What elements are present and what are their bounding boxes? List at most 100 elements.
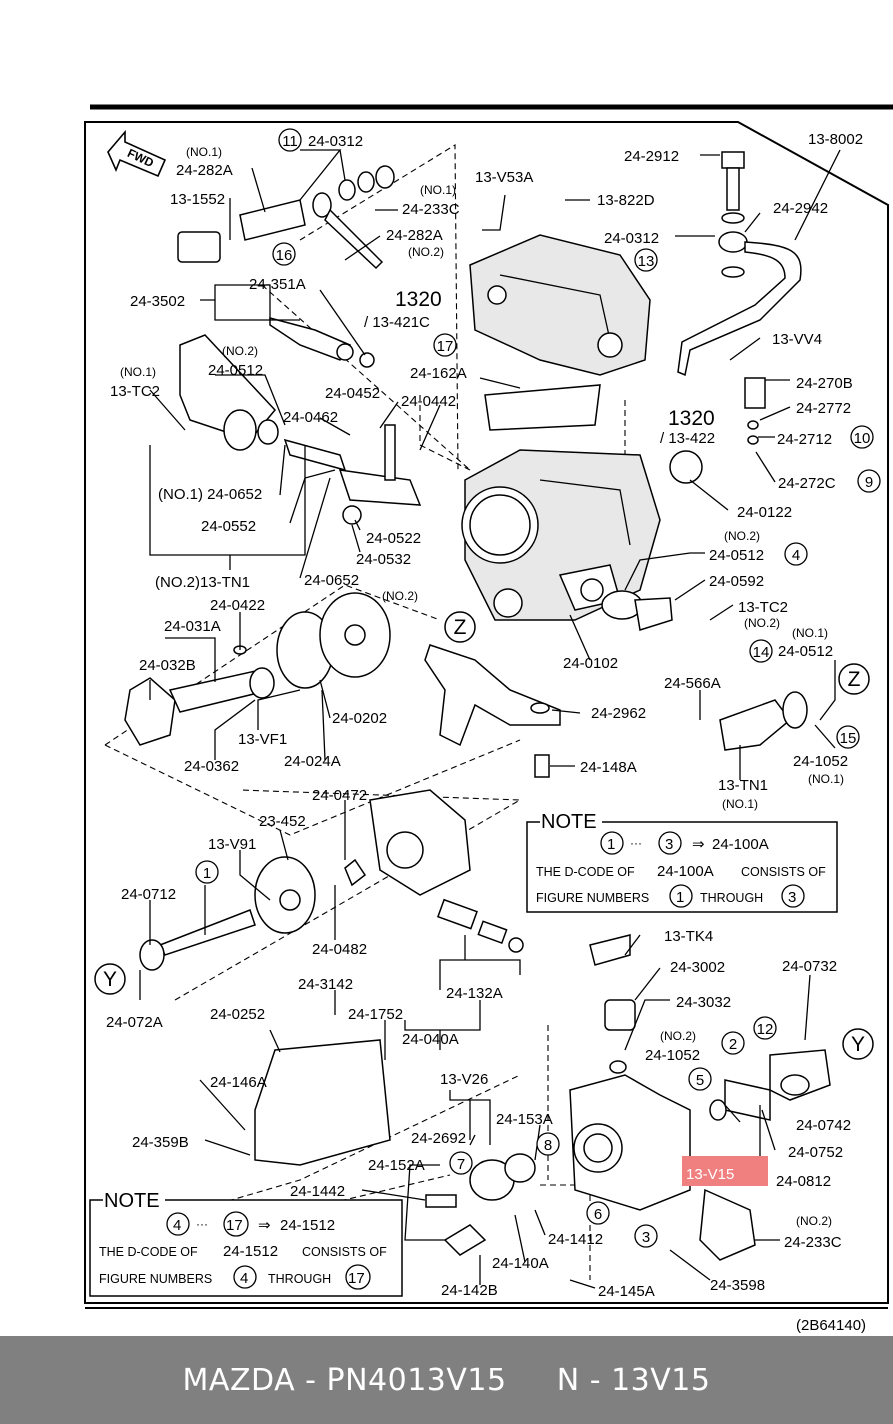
pump-upper-body xyxy=(461,234,661,621)
part-number-label: 13-V91 xyxy=(208,836,256,853)
part-number-label: 24-072A xyxy=(106,1014,163,1031)
figure-number-callout: 14 xyxy=(749,639,773,663)
figure-number-callout: 2 xyxy=(721,1031,745,1055)
figure-number-callout: 9 xyxy=(857,469,881,493)
svg-text:16: 16 xyxy=(276,247,293,264)
part-number-label: 24-0512 xyxy=(778,643,833,660)
note-box-1: NOTE 1 ··· 3 ⇒ 24-100A THE D-CODE OF 24-… xyxy=(526,808,838,913)
part-number-label: 24-142B xyxy=(441,1282,498,1299)
part-number-label: (NO.2) xyxy=(744,616,780,630)
figure-number-callout: 8 xyxy=(536,1132,560,1156)
part-number-label: 24-0312 xyxy=(308,133,363,150)
note-2-code: 24-1512 xyxy=(280,1217,335,1234)
note-1-line2-a: THE D-CODE OF xyxy=(536,865,635,879)
left-components xyxy=(177,165,422,525)
figure-number-callout: 16 xyxy=(272,242,296,266)
part-number-label: 13-TN1 xyxy=(718,777,768,794)
svg-text:2: 2 xyxy=(729,1036,737,1053)
part-number-label: 13-V53A xyxy=(475,169,533,186)
part-number-label: 24-2912 xyxy=(624,148,679,165)
part-number-label: 24-0312 xyxy=(604,230,659,247)
reference-letter-callout: Z xyxy=(838,663,870,695)
svg-text:3: 3 xyxy=(642,1229,650,1246)
part-number-label: 24-0752 xyxy=(788,1144,843,1161)
figure-number-callout: 7 xyxy=(449,1151,473,1175)
part-number-label: 24-0522 xyxy=(366,530,421,547)
part-number-label: 24-3598 xyxy=(710,1277,765,1294)
part-number-label: 24-140A xyxy=(492,1255,549,1272)
part-number-label: 24-146A xyxy=(210,1074,267,1091)
part-number-label: / 13-422 xyxy=(660,430,715,447)
note-2-to: 17 xyxy=(226,1217,243,1234)
note-2-line3-a: FIGURE NUMBERS xyxy=(99,1272,212,1286)
footer-part-number: MAZDA - PN4013V15 N - 13V15 xyxy=(182,1362,711,1398)
svg-text:10: 10 xyxy=(854,430,871,447)
lower-housing xyxy=(254,934,831,1261)
governor-assembly xyxy=(139,789,524,971)
footer-bar: MAZDA - PN4013V15 N - 13V15 xyxy=(0,1336,893,1424)
svg-text:9: 9 xyxy=(865,474,873,491)
svg-text:6: 6 xyxy=(594,1206,602,1223)
note-1-code: 24-100A xyxy=(712,836,769,853)
diagram-frame xyxy=(84,121,889,1304)
part-number-label: 24-0422 xyxy=(210,597,265,614)
part-number-label: 24-132A xyxy=(446,985,503,1002)
part-number-label: (NO.2) xyxy=(382,589,418,603)
part-number-label: / 13-421C xyxy=(364,314,430,331)
part-number-label: 24-3142 xyxy=(298,976,353,993)
note-1-line2-code: 24-100A xyxy=(657,863,714,880)
svg-text:8: 8 xyxy=(544,1137,552,1154)
part-number-label: 24-0812 xyxy=(776,1173,831,1190)
part-number-label: 13-VF1 xyxy=(238,731,287,748)
svg-text:13: 13 xyxy=(638,253,655,270)
part-number-label: (NO.1) xyxy=(420,183,456,197)
part-number-label: 24-359B xyxy=(132,1134,189,1151)
bracket xyxy=(424,644,561,778)
part-number-label: 13-TC2 xyxy=(110,383,160,400)
part-number-label: (NO.2) xyxy=(660,1029,696,1043)
part-number-label: (NO.1) xyxy=(808,772,844,786)
part-number-label: 24-0452 xyxy=(325,385,380,402)
part-labels: 24-0312(NO.1)24-282A13-155224-233C(NO.1)… xyxy=(106,131,863,1300)
part-number-label: 24-0122 xyxy=(737,504,792,521)
part-number-label: 24-0252 xyxy=(210,1006,265,1023)
note-1-line3-to: 3 xyxy=(788,889,796,906)
note-2-title: NOTE xyxy=(104,1190,160,1212)
part-number-label: 24-272C xyxy=(778,475,836,492)
figure-number-callout: 17 xyxy=(433,333,457,357)
part-number-label: 24-270B xyxy=(796,375,853,392)
part-number-label: 24-1752 xyxy=(348,1006,403,1023)
part-number-label: 24-0712 xyxy=(121,886,176,903)
part-number-label: 24-040A xyxy=(402,1031,459,1048)
figure-number-callout: 11 xyxy=(278,128,302,152)
part-number-label: (NO.2) xyxy=(796,1214,832,1228)
note-box-2: NOTE 4 ··· 17 ⇒ 24-1512 THE D-CODE OF 24… xyxy=(89,1186,403,1297)
figure-number-callout: 5 xyxy=(688,1067,712,1091)
note-2-line2-a: THE D-CODE OF xyxy=(99,1245,198,1259)
note-1-line3-from: 1 xyxy=(676,889,684,906)
drive-shaft-assembly xyxy=(124,592,391,746)
svg-text:4: 4 xyxy=(792,547,800,564)
part-number-label: 24-0362 xyxy=(184,758,239,775)
part-number-label: 24-2712 xyxy=(777,431,832,448)
leader-lines xyxy=(139,149,841,1289)
figure-number-callout: 6 xyxy=(586,1201,610,1225)
note-1-title: NOTE xyxy=(541,811,597,833)
highlight-box xyxy=(682,1156,768,1186)
parts-diagram: FWD xyxy=(84,104,893,1334)
part-number-label: (NO.2) xyxy=(222,344,258,358)
part-number-label: (NO.1) xyxy=(186,145,222,159)
note-2-line2-code: 24-1512 xyxy=(223,1243,278,1260)
part-number-label: 24-0532 xyxy=(356,551,411,568)
right-sensors xyxy=(601,377,808,751)
svg-text:14: 14 xyxy=(753,644,770,661)
part-number-label: 24-1442 xyxy=(290,1183,345,1200)
part-number-label: 24-0552 xyxy=(201,518,256,535)
svg-text:···: ··· xyxy=(196,1217,208,1231)
part-number-label: 24-153A xyxy=(496,1111,553,1128)
part-number-label: (NO.2) xyxy=(724,529,760,543)
figure-number-callout: 3 xyxy=(634,1224,658,1248)
diagram-code: (2B64140) xyxy=(796,1317,866,1334)
part-number-label: 13-1552 xyxy=(170,191,225,208)
